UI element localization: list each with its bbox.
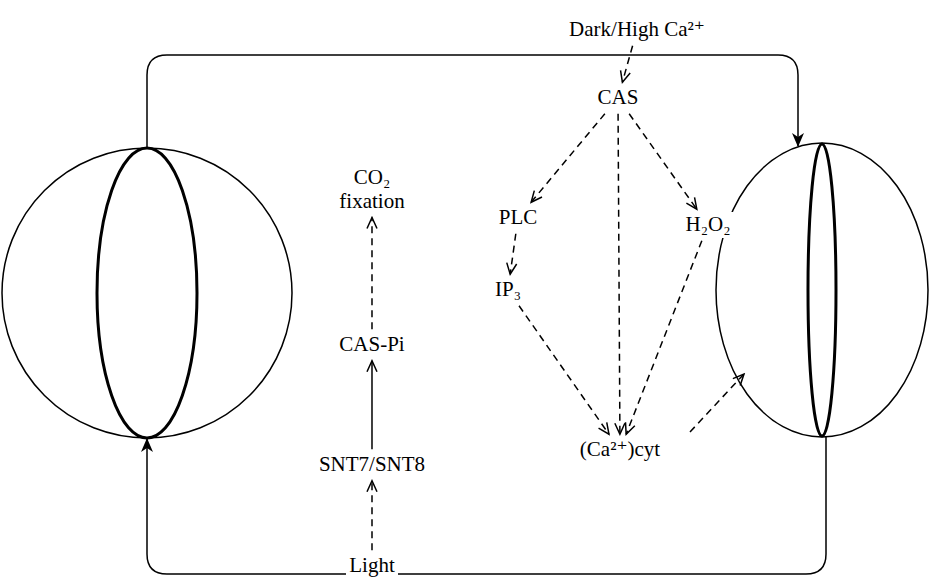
signal-arrow xyxy=(626,241,702,434)
node-label: (Ca²⁺)cyt xyxy=(580,438,660,462)
opening-arrow xyxy=(147,437,826,574)
node-label: H₂O₂ xyxy=(686,213,731,237)
signal-arrow xyxy=(510,234,516,274)
pathway-node: H₂O₂ xyxy=(683,212,734,238)
open-stoma-outline xyxy=(2,148,292,438)
signal-arrow xyxy=(371,361,373,449)
pathway-node: (Ca²⁺)cyt xyxy=(577,437,663,463)
node-label: CAS xyxy=(598,86,639,110)
closing-arrow xyxy=(147,55,798,148)
node-label: Light xyxy=(349,554,395,578)
signal-arrow xyxy=(618,114,620,434)
signal-arrow xyxy=(371,481,373,550)
pathway-node: CAS xyxy=(595,85,642,111)
signal-arrow xyxy=(622,46,632,82)
node-label: PLC xyxy=(499,206,538,230)
signal-arrow xyxy=(371,218,373,330)
pathway-node: PLC xyxy=(496,205,541,231)
open-stoma-pore xyxy=(97,148,197,438)
signal-arrow xyxy=(629,114,697,209)
signal-arrow xyxy=(519,306,609,434)
pathway-node: IP₃ xyxy=(492,277,524,303)
node-label: IP₃ xyxy=(495,278,521,302)
node-label: CO₂ fixation xyxy=(329,166,415,213)
signal-arrow xyxy=(690,374,744,432)
pathway-node: CO₂ fixation xyxy=(326,165,418,214)
pathway-node: Dark/High Ca²⁺ xyxy=(566,17,708,43)
node-label: SNT7/SNT8 xyxy=(319,453,425,477)
signal-arrow xyxy=(531,114,605,202)
pathway-node: CAS-Pi xyxy=(336,332,407,358)
pathway-node: Light xyxy=(346,553,398,579)
pathway-node: SNT7/SNT8 xyxy=(316,452,428,478)
closed-stoma-pore xyxy=(808,144,836,436)
node-label: Dark/High Ca²⁺ xyxy=(569,18,705,42)
node-label: CAS-Pi xyxy=(339,333,404,357)
closed-stoma-outline xyxy=(716,143,928,437)
